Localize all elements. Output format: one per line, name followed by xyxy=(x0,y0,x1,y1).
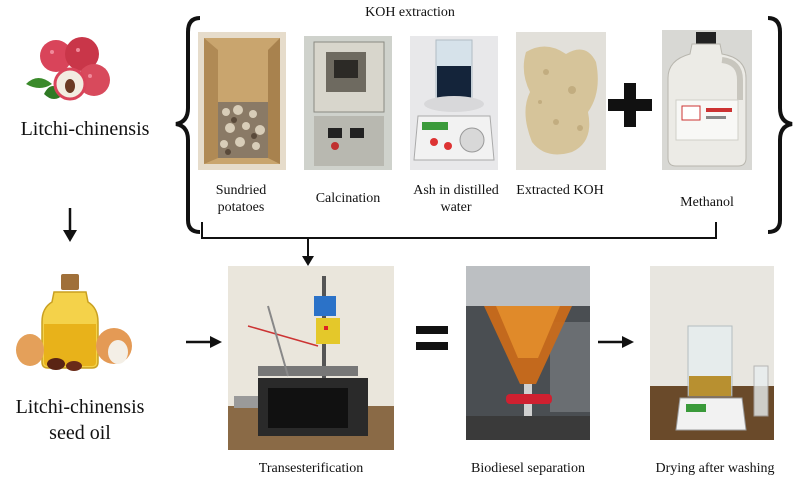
drying-after-washing-label: Drying after washing xyxy=(655,461,775,476)
right-curly-bracket xyxy=(767,16,793,234)
down-arrow-to-reactor-head xyxy=(302,256,314,266)
extracted-koh-label: Extracted KOH xyxy=(516,183,604,198)
sundried-potatoes-label: Sundried potatoes xyxy=(215,183,267,215)
biodiesel-separation-photo xyxy=(466,266,590,440)
ash-in-water-label: Ash in distilled water xyxy=(413,183,499,215)
equals-bar-top xyxy=(416,326,448,334)
extracted-koh-photo xyxy=(516,32,606,170)
transesterification-photo xyxy=(228,266,394,450)
transesterification-label: Transesterification xyxy=(258,461,364,476)
methanol-label: Methanol xyxy=(680,195,734,210)
litchi-fruit-label: Litchi-chinensis xyxy=(20,118,150,140)
sundried-potatoes-photo xyxy=(198,32,286,170)
calcination-label: Calcination xyxy=(315,191,381,206)
plus-bar-vertical xyxy=(624,83,636,127)
ash-in-water-photo xyxy=(410,36,498,170)
litchi-seed-oil-image xyxy=(14,272,138,372)
litchi-fruit-image xyxy=(18,34,122,114)
litchi-oil-label-line1: Litchi-chinensis xyxy=(15,396,145,418)
calcination-photo xyxy=(304,36,392,170)
methanol-photo xyxy=(662,30,752,170)
down-arrow-litchi-head xyxy=(63,230,77,242)
drying-after-washing-photo xyxy=(650,266,774,440)
biodiesel-separation-label: Biodiesel separation xyxy=(471,461,585,476)
arrow-oil-to-reactor-head xyxy=(210,336,222,348)
koh-bottom-connector xyxy=(201,222,717,239)
koh-extraction-title: KOH extraction xyxy=(365,5,455,20)
equals-bar-bottom xyxy=(416,342,448,350)
litchi-oil-label-line2: seed oil xyxy=(49,422,111,444)
arrow-separation-to-drying-head xyxy=(622,336,634,348)
left-curly-bracket xyxy=(175,16,201,234)
